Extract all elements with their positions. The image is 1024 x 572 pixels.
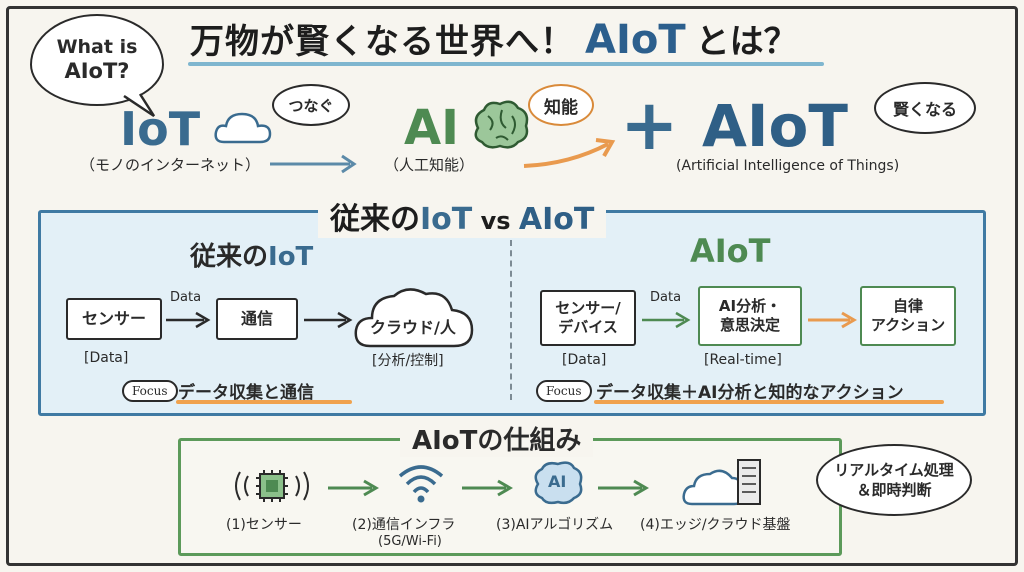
realtime-bubble: リアルタイム処理 ＆即時判断 xyxy=(816,444,972,516)
left-arrow-1 xyxy=(166,311,211,329)
ai-subtitle: （人工知能） xyxy=(384,156,475,174)
left-sensor-box: センサー xyxy=(66,298,162,340)
left-arrow-2 xyxy=(304,311,353,329)
what-is-line2: AIoT? xyxy=(64,58,130,83)
sensor-chip-icon xyxy=(235,470,309,502)
left-data-label: [Data] xyxy=(84,350,129,366)
aiot-heading: AIoT xyxy=(702,92,848,160)
left-heading: 従来のIoT xyxy=(190,236,313,273)
step-2-label: (2)通信インフラ xyxy=(352,517,456,533)
mech-arrow-3 xyxy=(598,479,649,497)
realtime-line1: リアルタイム処理 xyxy=(834,460,954,479)
title-underline xyxy=(188,62,824,66)
wifi-icon xyxy=(398,465,444,503)
right-ai-box: AI分析・意思決定 xyxy=(698,286,802,346)
comparison-divider xyxy=(510,240,512,400)
title-jp: 万物が賢くなる世界へ！ xyxy=(190,22,575,62)
aiot-bubble: 賢くなる xyxy=(874,82,976,134)
bubble-tail xyxy=(123,93,156,118)
left-comm-box: 通信 xyxy=(216,298,298,340)
ai-heading: AI xyxy=(404,100,460,156)
right-focus-text: データ収集＋AI分析と知的なアクション xyxy=(596,383,904,403)
right-sensor-box: センサー/デバイス xyxy=(540,290,636,346)
left-comm-label: 通信 xyxy=(240,308,273,328)
left-data-arrow-label: Data xyxy=(170,290,202,305)
left-focus-text: データ収集と通信 xyxy=(178,383,314,403)
comparison-title-aiot: AIoT xyxy=(518,202,595,237)
right-focus-pill: Focus xyxy=(536,380,592,402)
left-cloud-caption: [分析/控制] xyxy=(372,353,444,369)
right-data-arrow-label: Data xyxy=(650,290,682,305)
comparison-title-prefix: 従来の xyxy=(330,202,420,237)
aiot-subtitle: (Artificial Intelligence of Things) xyxy=(676,158,900,174)
brain-icon xyxy=(474,100,529,149)
plus-sign: + xyxy=(620,84,679,166)
arrow-curved-icon xyxy=(523,138,616,168)
ai-bubble: 知能 xyxy=(528,84,594,126)
iot-bubble-text: つなぐ xyxy=(288,96,334,115)
iot-heading: IoT xyxy=(120,102,201,156)
left-cloud-label: クラウド/人 xyxy=(370,318,456,337)
left-sensor-label: センサー xyxy=(81,308,146,328)
comparison-title-iot: IoT xyxy=(420,202,473,237)
left-focus-underline xyxy=(176,400,352,404)
right-sensor-line1: センサー/ xyxy=(555,298,621,317)
step-4-label: (4)エッジ/クラウド基盤 xyxy=(640,517,791,533)
comparison-title-vs: vs xyxy=(472,207,519,235)
right-heading: AIoT xyxy=(690,232,771,270)
outer-frame xyxy=(6,6,1018,566)
ai-chip-label: AI xyxy=(548,472,567,491)
iot-bubble: つなぐ xyxy=(272,84,350,126)
right-ai-line2: 意思決定 xyxy=(719,316,780,334)
right-ai-line1: AI分析・ xyxy=(718,296,782,315)
left-heading-prefix: 従来の xyxy=(190,242,269,272)
step-2-sub: (5G/Wi-Fi) xyxy=(378,534,442,549)
left-focus-pill: Focus xyxy=(122,380,178,402)
what-is-aiot-bubble: What is AIoT? xyxy=(30,14,164,106)
arrow-right-icon xyxy=(270,154,357,174)
cloud-icon xyxy=(214,112,272,144)
right-realtime-label: [Real-time] xyxy=(704,352,782,368)
right-action-line1: 自律 xyxy=(892,296,923,315)
step-1-label: (1)センサー xyxy=(226,517,302,533)
realtime-line2: ＆即時判断 xyxy=(856,481,932,499)
cloud-box-icon xyxy=(354,288,474,348)
ai-brain-icon xyxy=(534,461,583,505)
comparison-title: 従来のIoT vs AIoT xyxy=(318,194,607,238)
left-heading-iot: IoT xyxy=(268,242,314,272)
right-arrow-2 xyxy=(808,311,857,329)
what-is-line1: What is xyxy=(56,36,138,58)
mechanism-title: AIoTの仕組み xyxy=(400,420,594,457)
right-arrow-1 xyxy=(642,311,691,329)
aiot-bubble-text: 賢くなる xyxy=(892,100,957,119)
title-suffix: とは？ xyxy=(695,22,798,62)
right-action-line2: アクション xyxy=(870,316,946,334)
ai-bubble-text: 知能 xyxy=(544,97,578,118)
right-data-label: [Data] xyxy=(562,352,607,368)
right-action-box: 自律アクション xyxy=(860,286,956,346)
step-3-label: (3)AIアルゴリズム xyxy=(496,517,614,533)
iot-subtitle: （モノのインターネット） xyxy=(80,156,261,174)
right-sensor-line2: デバイス xyxy=(558,318,618,336)
mech-arrow-1 xyxy=(328,479,379,497)
cloud-server-icon xyxy=(682,459,761,506)
title-aiot: AIoT xyxy=(585,17,686,63)
right-focus-underline xyxy=(594,400,944,404)
page-title: 万物が賢くなる世界へ！ AIoT とは？ xyxy=(190,14,798,66)
mech-arrow-2 xyxy=(462,479,513,497)
